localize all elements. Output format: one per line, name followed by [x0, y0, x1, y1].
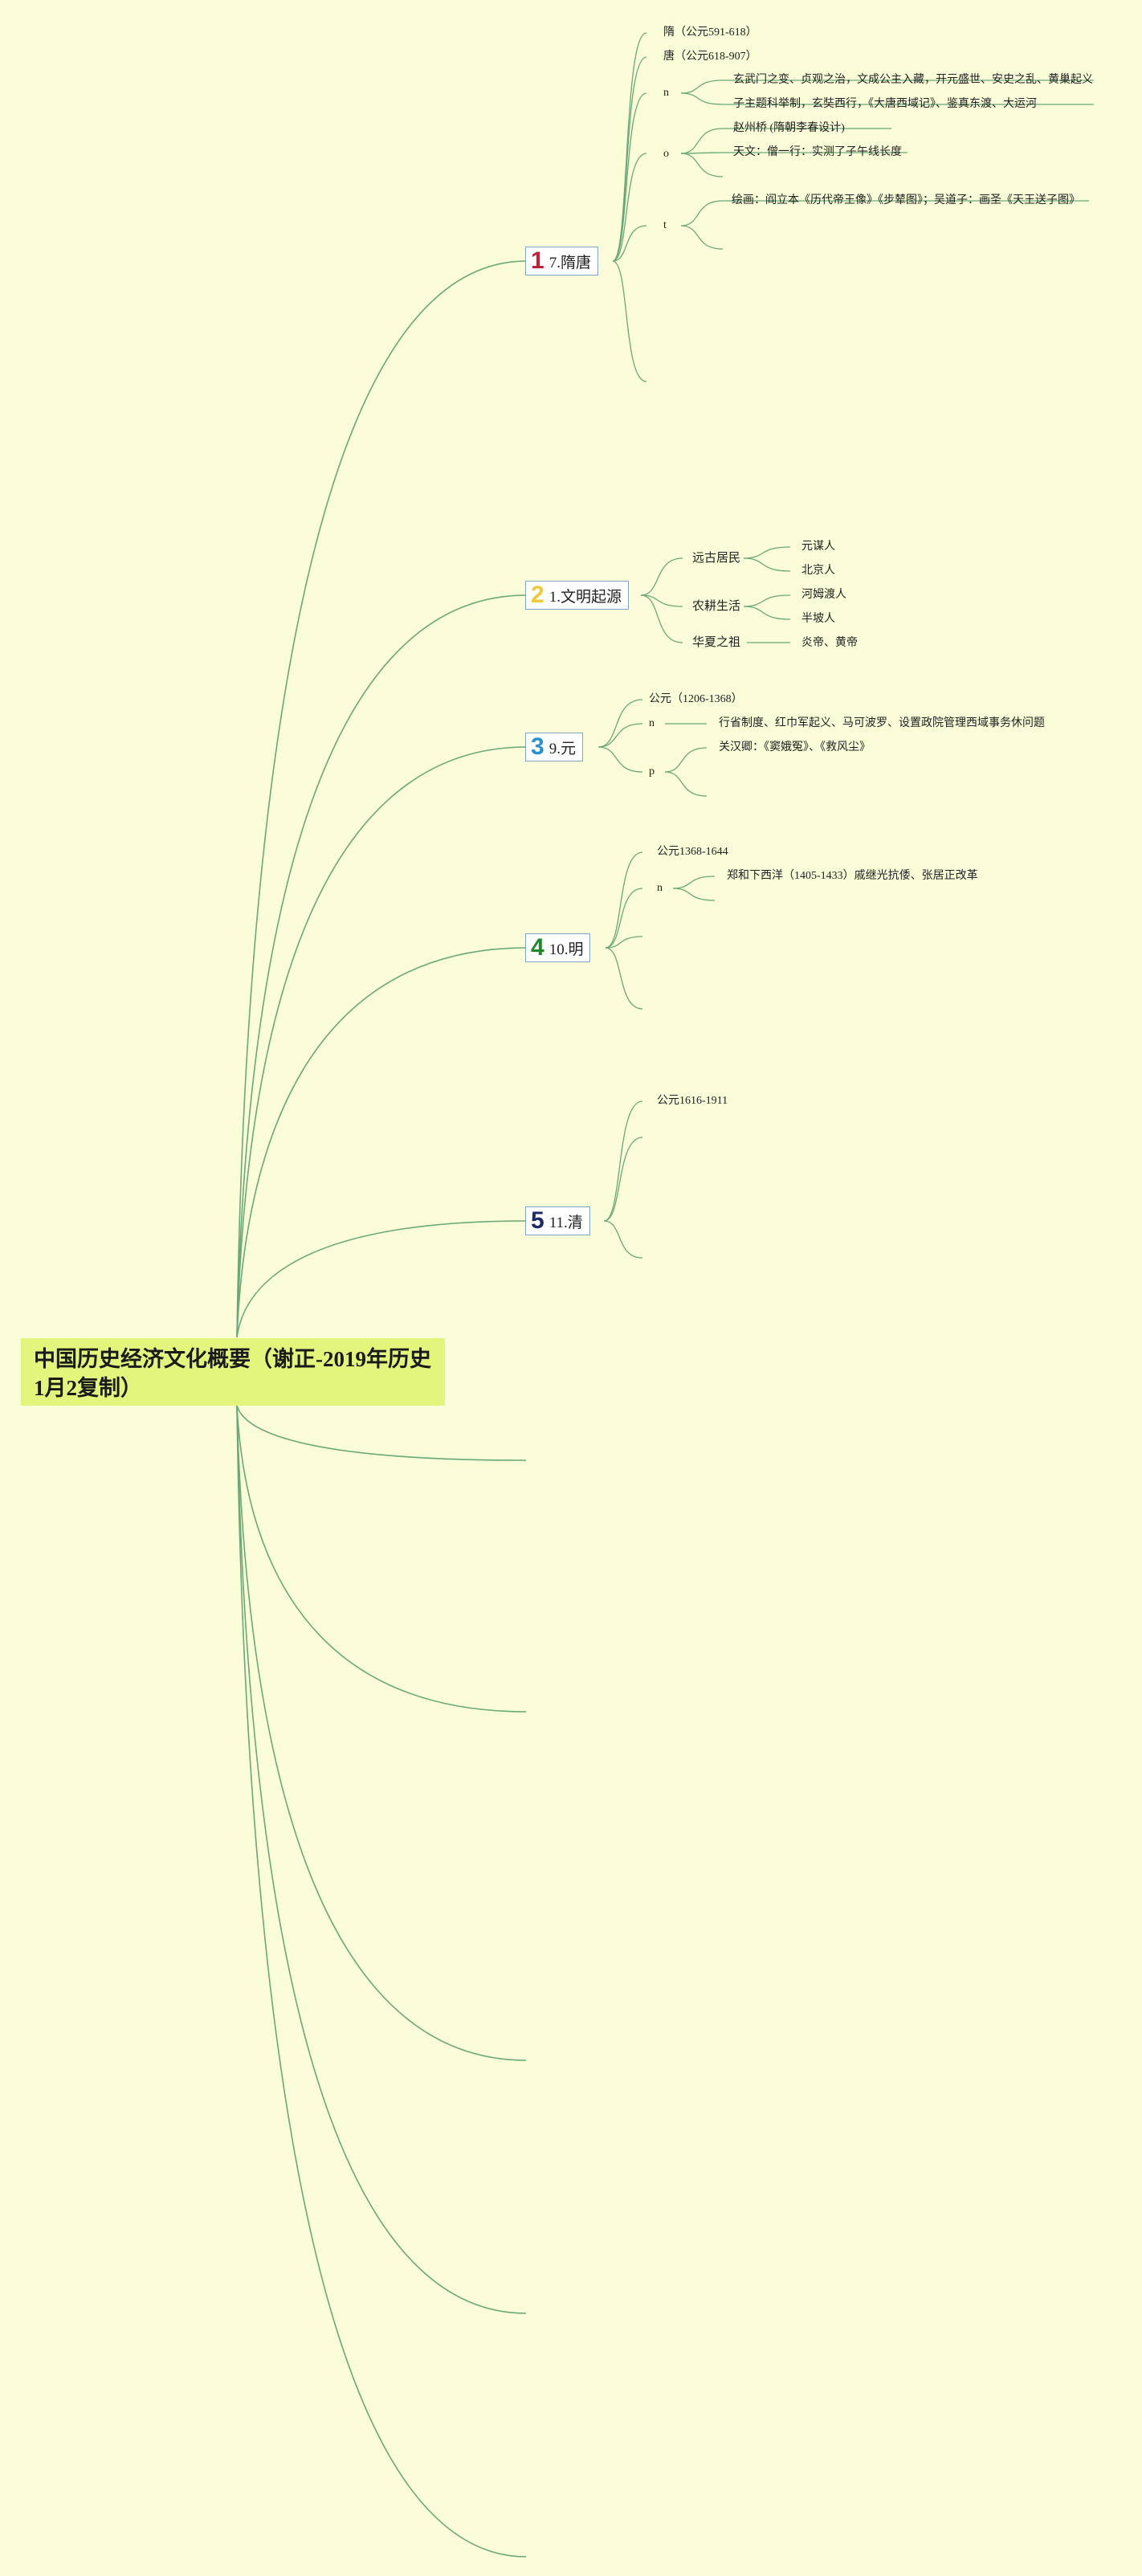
detail-item[interactable]: 郑和下西洋（1405-1433）戚继光抗倭、张居正改革: [727, 870, 978, 882]
branch-line: [640, 594, 683, 643]
topic-number-badge: 1: [531, 247, 544, 274]
subtopic-p[interactable]: p: [649, 765, 655, 778]
topic-number-badge: 3: [531, 733, 544, 760]
root-connector: [236, 947, 527, 1338]
branch-line: [743, 546, 791, 559]
branch-line: [603, 1100, 643, 1222]
branch-line: [612, 153, 647, 262]
root-connector: [236, 594, 527, 1338]
topic-label: 11.清: [549, 1214, 583, 1231]
branch-line: [598, 699, 643, 748]
subtopic-farming-life[interactable]: 农耕生活: [692, 600, 741, 613]
subtopic-o[interactable]: o: [663, 148, 669, 160]
root-connector: [236, 1405, 527, 2558]
detail-item[interactable]: 北京人: [801, 565, 835, 577]
root-connector: [236, 746, 527, 1338]
root-connector: [236, 260, 527, 1338]
detail-item[interactable]: 玄武门之变、贞观之治，文成公主入藏，开元盛世、安史之乱、黄巢起义: [733, 74, 1093, 86]
branch-line: [680, 225, 724, 250]
detail-item[interactable]: 子主题科举制，玄奘西行，《大唐西域记》、鉴真东渡、大运河: [733, 98, 1037, 110]
branch-line: [605, 888, 643, 949]
subtopic-n[interactable]: n: [657, 882, 663, 894]
subtopic-t[interactable]: t: [663, 219, 667, 231]
branch-line: [640, 594, 683, 607]
branch-line: [605, 936, 643, 949]
branch-line: [640, 557, 683, 596]
detail-item[interactable]: 炎帝、黄帝: [801, 637, 858, 649]
detail-item[interactable]: 行省制度、红巾军起义、马可波罗、设置政院管理西域事务休问题: [719, 717, 1045, 729]
subtopic-yuan-years[interactable]: 公元（1206-1368）: [649, 693, 743, 705]
root-topic[interactable]: 中国历史经济文化概要（谢正-2019年历史1月2复制）: [21, 1338, 445, 1406]
branch-line: [672, 876, 716, 889]
root-connector: [236, 1405, 527, 1461]
branch-line: [680, 92, 724, 105]
branch-line: [605, 947, 643, 1010]
topic-ming[interactable]: 4 10.明: [525, 933, 591, 962]
branch-line: [680, 80, 724, 94]
branch-line: [612, 260, 647, 382]
topic-sui-tang[interactable]: 1 7.隋唐: [525, 247, 598, 276]
branch-line: [612, 92, 647, 262]
subtopic-qing-years[interactable]: 公元1616-1911: [657, 1095, 728, 1107]
branch-line: [680, 153, 724, 178]
subtopic-n[interactable]: n: [649, 717, 655, 729]
topic-label: 10.明: [549, 941, 584, 958]
branch-line: [664, 747, 708, 773]
topic-civilization-origin[interactable]: 2 1.文明起源: [525, 581, 629, 610]
topic-label: 9.元: [549, 740, 576, 757]
detail-item[interactable]: 元谋人: [801, 541, 835, 553]
branch-line: [598, 746, 643, 773]
detail-item[interactable]: 河姆渡人: [801, 589, 846, 601]
branch-line: [605, 851, 643, 949]
detail-item[interactable]: 半坡人: [801, 613, 835, 625]
root-connector: [236, 1220, 527, 1338]
detail-item[interactable]: 关汉卿：《窦娥冤》、《救风尘》: [719, 741, 871, 753]
branch-line: [743, 557, 791, 572]
subtopic-huaxia-ancestors[interactable]: 华夏之祖: [692, 636, 741, 649]
detail-item[interactable]: 天文：僧一行：实测了子午线长度: [733, 146, 902, 158]
topic-number-badge: 4: [531, 934, 544, 961]
branch-line: [598, 723, 643, 748]
subtopic-ming-years[interactable]: 公元1368-1644: [657, 846, 728, 858]
branch-line: [672, 888, 716, 901]
topic-number-badge: 5: [531, 1207, 544, 1234]
branch-line: [612, 225, 647, 262]
branch-line: [603, 1220, 643, 1259]
topic-yuan[interactable]: 3 9.元: [525, 733, 583, 761]
branch-line: [743, 606, 791, 620]
subtopic-ancient-residents[interactable]: 远古居民: [692, 552, 741, 565]
topic-number-badge: 2: [531, 582, 544, 608]
branch-line: [612, 56, 647, 262]
root-connector: [236, 1405, 527, 2314]
root-connector: [236, 1405, 527, 2061]
subtopic-n[interactable]: n: [663, 87, 669, 99]
topic-label: 7.隋唐: [549, 254, 591, 271]
branch-line: [680, 128, 724, 154]
branch-line: [743, 594, 791, 607]
subtopic-tang[interactable]: 唐（公元618-907）: [663, 51, 757, 63]
branch-line: [664, 771, 708, 797]
detail-item[interactable]: 绘画：阎立本《历代帝王像》《步辇图》；吴道子：画圣《天王送子图》: [732, 194, 1080, 206]
topic-qing[interactable]: 5 11.清: [525, 1206, 590, 1235]
detail-item[interactable]: 赵州桥 (隋朝李春设计): [733, 122, 845, 134]
branch-line: [603, 1137, 643, 1222]
topic-label: 1.文明起源: [549, 588, 622, 606]
branch-line: [680, 200, 724, 227]
subtopic-sui[interactable]: 隋（公元591-618）: [663, 27, 757, 39]
root-connector: [236, 1405, 527, 1713]
